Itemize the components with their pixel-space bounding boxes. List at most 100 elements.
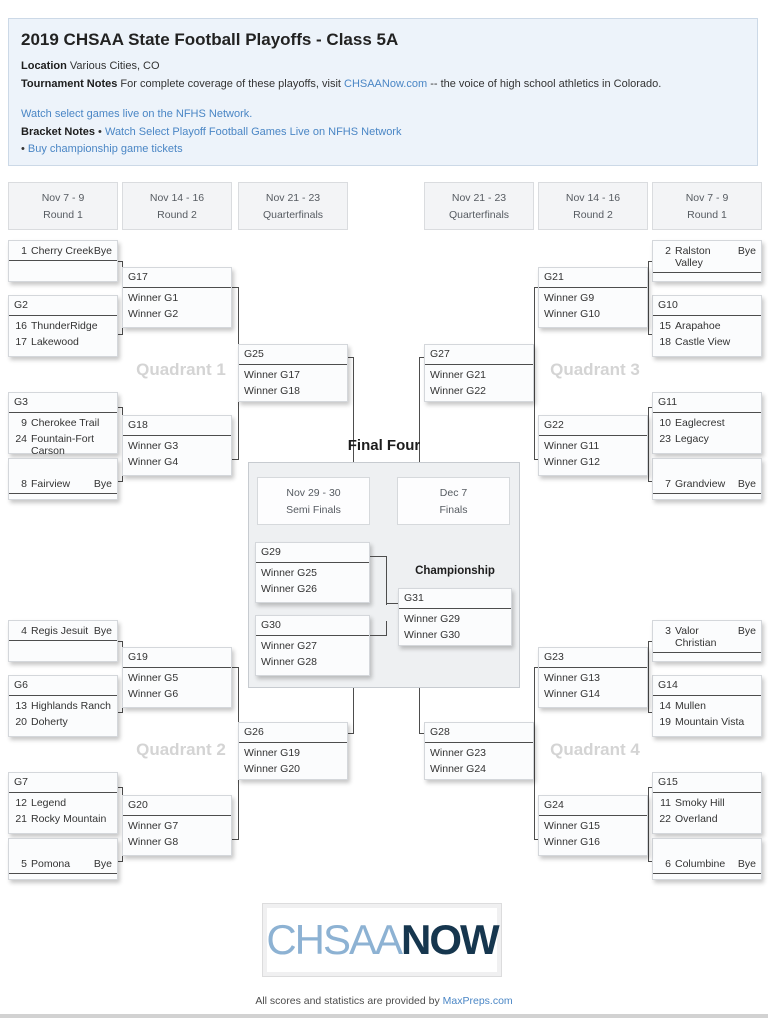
game-box-g20: G20 Winner G7 Winner G8 [122, 795, 232, 856]
bye-label: Bye [737, 245, 756, 257]
team-seed: 18 [659, 336, 671, 348]
game-id: G25 [239, 345, 347, 365]
page-bottom-divider [0, 1014, 768, 1018]
team-name: Winner G27 [261, 640, 318, 652]
game-id: G11 [653, 393, 761, 413]
team-name: Winner G9 [544, 292, 595, 304]
game-id: G24 [539, 796, 647, 816]
game-box-g29: G29 Winner G25 Winner G26 [255, 542, 370, 603]
team-name: Ralston Valley [675, 245, 711, 269]
playoff-games-link[interactable]: Watch Select Playoff Football Games Live… [104, 125, 402, 138]
location-label: Location [21, 60, 67, 72]
game-box-g26: G26 Winner G19 Winner G20 [238, 722, 348, 780]
bye-label: Bye [93, 478, 112, 490]
chsaanow-link[interactable]: CHSAANow.com [344, 77, 428, 90]
team-seed: 2 [665, 245, 671, 257]
game-box-g22: G22 Winner G11 Winner G12 [538, 415, 648, 476]
quadrant-label-2: Quadrant 2 [136, 740, 226, 759]
team-row: Winner G27 [256, 636, 369, 652]
team-row: Winner G30 [399, 625, 511, 641]
team-seed: 8 [21, 478, 27, 490]
bye-label: Bye [93, 245, 112, 257]
team-name: Winner G24 [430, 763, 487, 775]
team-seed: 17 [15, 336, 27, 348]
team-seed: 15 [659, 320, 671, 332]
team-name: Mullen [675, 700, 706, 712]
round-dates: Nov 21 - 23 [451, 192, 507, 204]
maxpreps-link[interactable]: MaxPreps.com [442, 995, 513, 1007]
team-seed: 16 [15, 320, 27, 332]
game-box-g31: G31 Winner G29 Winner G30 [398, 588, 512, 646]
team-name: Winner G5 [128, 672, 179, 684]
connector-line [348, 688, 354, 734]
quadrant-label-1: Quadrant 1 [136, 360, 226, 379]
connector-line [348, 357, 354, 463]
game-id: G2 [9, 296, 117, 316]
team-row: Winner G15 [539, 816, 647, 832]
team-name: Legacy [675, 433, 709, 445]
team-name: Winner G4 [128, 456, 179, 468]
tickets-link[interactable]: Buy championship game tickets [27, 143, 183, 156]
connector-line [370, 621, 387, 636]
championship-label: Championship [415, 565, 495, 577]
team-name: Winner G28 [261, 656, 318, 668]
team-row: Winner G16 [539, 832, 647, 848]
team-seed: 9 [21, 417, 27, 429]
game-id: G10 [653, 296, 761, 316]
nfhs-watch-link[interactable]: Watch select games live on the NFHS Netw… [21, 107, 253, 120]
team-seed: 22 [659, 813, 671, 825]
team-seed: 21 [15, 813, 27, 825]
team-seed: 1 [21, 245, 27, 257]
watch-line: Watch select games live on the NFHS Netw… [21, 107, 745, 122]
round-name: Semi Finals [286, 504, 341, 517]
connector-line [370, 556, 387, 605]
team-name: Fairview [31, 478, 71, 490]
game-id: G29 [256, 543, 369, 563]
bye-box-ralston-valley: 2 Ralston Valley Bye [652, 240, 762, 282]
game-box-g19: G19 Winner G5 Winner G6 [122, 647, 232, 708]
game-box-g27: G27 Winner G21 Winner G22 [424, 344, 534, 402]
team-seed: 11 [660, 797, 671, 809]
team-seed: 4 [21, 625, 27, 637]
bye-label: Bye [93, 625, 112, 637]
team-row: 8 Fairview Bye [9, 474, 117, 494]
team-name: Winner G7 [128, 820, 179, 832]
team-name: Winner G29 [404, 613, 461, 625]
team-row: Winner G1 [123, 288, 231, 304]
location-line: Location Various Cities, CO [21, 59, 745, 74]
location-value: Various Cities, CO [69, 60, 160, 72]
team-row: Winner G20 [239, 759, 347, 775]
connector-line [648, 641, 653, 713]
team-row: Winner G7 [123, 816, 231, 832]
team-row: Winner G29 [399, 609, 511, 625]
bracket-notes-label: Bracket Notes [21, 125, 95, 138]
team-name: Winner G16 [544, 836, 601, 848]
team-row: Winner G23 [425, 743, 533, 759]
team-name: Winner G22 [430, 385, 487, 397]
team-name: Castle View [675, 336, 731, 348]
semifinals-header: Nov 29 - 30 Semi Finals [257, 477, 370, 525]
team-seed: 20 [15, 716, 27, 728]
team-name: Winner G17 [244, 369, 301, 381]
game-box-g23: G23 Winner G13 Winner G14 [538, 647, 648, 708]
game-box-g24: G24 Winner G15 Winner G16 [538, 795, 648, 856]
team-seed: 19 [659, 716, 671, 728]
team-name: Grandview [675, 478, 726, 490]
team-name: Winner G20 [244, 763, 301, 775]
